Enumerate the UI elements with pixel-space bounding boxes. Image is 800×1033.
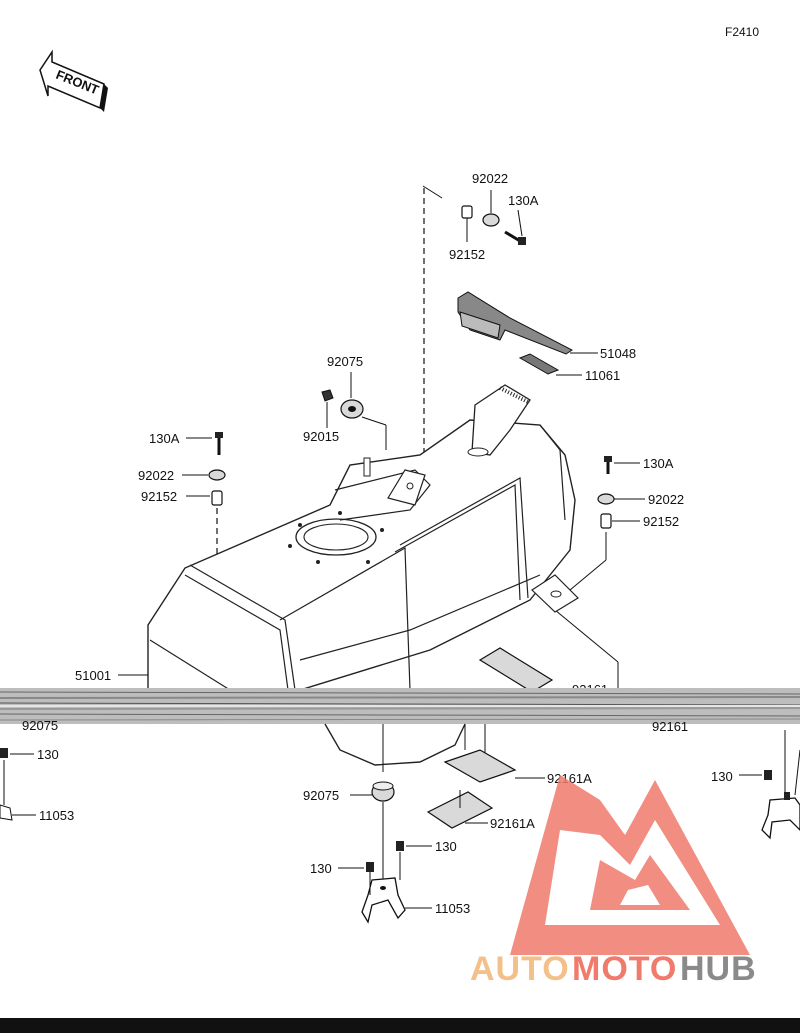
pad-92161A-1 [443,749,545,783]
label-11061: 11061 [585,368,620,383]
label-130-right: 130 [711,769,733,784]
label-92075-bottom: 92075 [303,788,339,803]
bracket-11053-bottom [361,877,432,924]
fuel-tank-lower [324,723,486,772]
label-11053-bottom: 11053 [435,901,470,916]
label-130A-top: 130A [508,193,539,208]
label-92075-partial: 92075 [22,718,58,733]
label-11053-left: 11053 [39,808,74,823]
left-edge-hardware [0,748,36,821]
right-edge-bracket [739,730,800,840]
scan-distortion-band [0,688,800,724]
front-arrow-icon: FRONT [39,49,108,112]
label-130A-right: 130A [643,456,674,471]
label-92161A-2: 92161A [490,816,535,831]
washer-92022-top [482,213,500,227]
watermark-logo-icon [510,775,750,955]
label-130-left: 130 [37,747,59,762]
figure-code: F2410 [725,25,759,39]
watermark-hub: HUB [680,950,757,988]
pad-92161A-2 [426,790,494,829]
label-92152-left: 92152 [141,489,177,504]
watermark-text: AUTO MOTO HUB [470,950,757,988]
nut-92015 [321,389,334,428]
label-130A-left: 130A [149,431,180,446]
bolt-130-b2 [396,841,432,880]
label-130-b2: 130 [435,839,457,854]
label-92152-top: 92152 [449,247,485,262]
footer-bar [0,1018,800,1033]
label-51048: 51048 [600,346,636,361]
right-hardware [554,456,645,690]
label-92161-partial: 92161 [652,719,688,734]
top-hardware [422,185,526,470]
fuel-tank-51001 [147,384,579,693]
collar-92152-top [461,205,473,219]
grommet-92075-bottom [350,781,395,880]
label-92152-right: 92152 [643,514,679,529]
label-92015: 92015 [303,429,339,444]
label-92075-top: 92075 [327,354,363,369]
bolt-130-b1 [338,862,374,895]
watermark-moto: MOTO [572,950,677,988]
watermark-auto: AUTO [470,950,570,988]
label-130-b1: 130 [310,861,332,876]
label-92022-right: 92022 [648,492,684,507]
label-92022-left: 92022 [138,468,174,483]
grommet-92075-top [340,372,387,450]
tank-cap-51048 [457,291,598,355]
label-51001: 51001 [75,668,111,683]
label-92022-top: 92022 [472,171,508,186]
bolt-130A-top [504,230,526,245]
gasket-11061 [518,353,582,376]
